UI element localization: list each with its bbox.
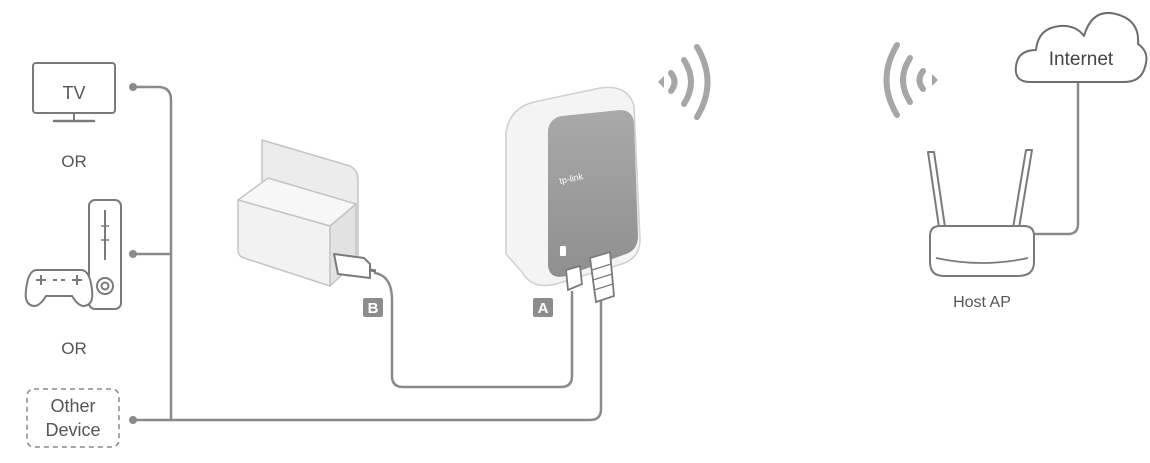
other-device-label-line1: Other (50, 396, 95, 416)
ethernet-rib-1 (591, 263, 612, 271)
or-label: OR (61, 152, 87, 171)
adapter-front (237, 199, 331, 287)
port-a-badge: A (533, 298, 553, 317)
cable-end-dots (129, 83, 137, 424)
usb-plug (333, 253, 371, 279)
usb-plug-tip (369, 268, 377, 273)
other-device-label-line2: Device (45, 420, 100, 440)
router-wifi-dot (658, 76, 664, 88)
other-device-box (26, 388, 120, 448)
port-b-badge-box (363, 298, 383, 317)
host-ap-label: Host AP (953, 294, 1011, 311)
host-ap-wifi-signal-icon (883, 42, 926, 118)
port-b-label: B (368, 300, 379, 317)
console-power-dot (100, 281, 110, 291)
power-adapter (237, 139, 377, 287)
or-label-2: OR (61, 339, 87, 358)
tv-device: TV (32, 62, 116, 123)
left-antenna (927, 151, 947, 235)
right-antenna (1011, 149, 1033, 235)
cables (131, 80, 1080, 422)
other-device-port-dot (129, 416, 137, 424)
gamepad-icon (24, 269, 94, 308)
port-a-badge-box (533, 298, 553, 317)
travel-router: tp-link (505, 86, 641, 304)
tv-port-dot (129, 83, 137, 91)
internet-label: Internet (1049, 49, 1114, 70)
usb-port-connector (565, 264, 583, 292)
router-led (560, 246, 566, 256)
host-ap-body (929, 225, 1035, 277)
host-ap-wifi-dot (932, 74, 938, 86)
cloud-icon (1014, 12, 1148, 83)
power-cable (373, 271, 574, 389)
ethernet-cable (131, 298, 603, 422)
wan-cable (1028, 80, 1080, 236)
router-wifi-signal-icon (668, 44, 711, 120)
ethernet-rib-2 (592, 273, 613, 281)
router-face (548, 110, 638, 277)
host-ap-router: Host AP (927, 149, 1035, 311)
port-b-badge: B (363, 298, 383, 317)
port-a-label: A (538, 300, 549, 317)
other-device: Other Device (26, 388, 120, 448)
host-ap-front-curve (935, 257, 1029, 264)
internet-cloud: Internet (1014, 12, 1148, 83)
console-port-dot (129, 250, 137, 258)
tv-label: TV (62, 83, 85, 103)
ethernet-rib-3 (593, 283, 614, 291)
router-brand-mark: tp-link (558, 171, 584, 186)
device-bus-cable (131, 85, 173, 422)
game-console-device (24, 199, 122, 310)
